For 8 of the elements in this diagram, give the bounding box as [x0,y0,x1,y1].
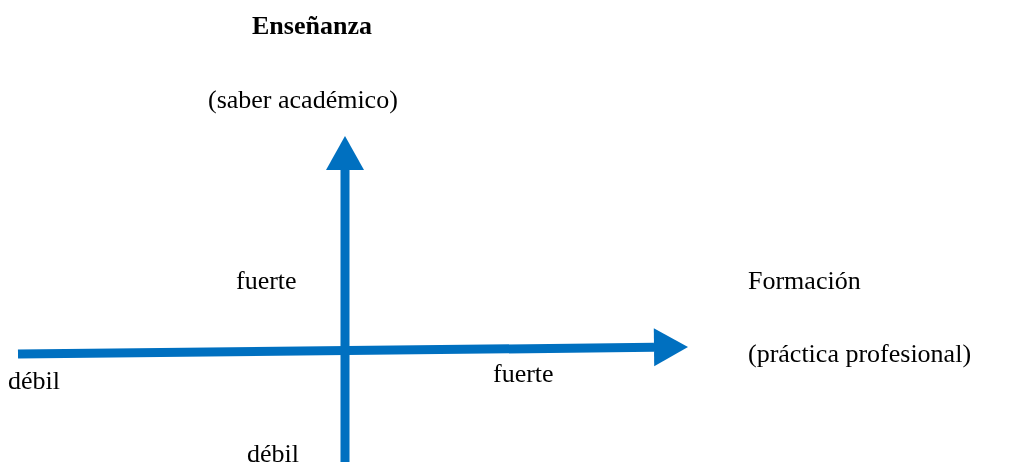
axis-end-label: débil [8,367,60,396]
title: Enseñanza [252,12,372,41]
axis-end-label: débil [247,440,299,465]
axis-label: (saber académico) [208,86,398,115]
axis-label: (práctica profesional) [748,340,972,369]
axis-label: Formación [748,267,861,296]
axis-end-label: fuerte [493,360,554,389]
axis-end-label: fuerte [236,267,297,296]
